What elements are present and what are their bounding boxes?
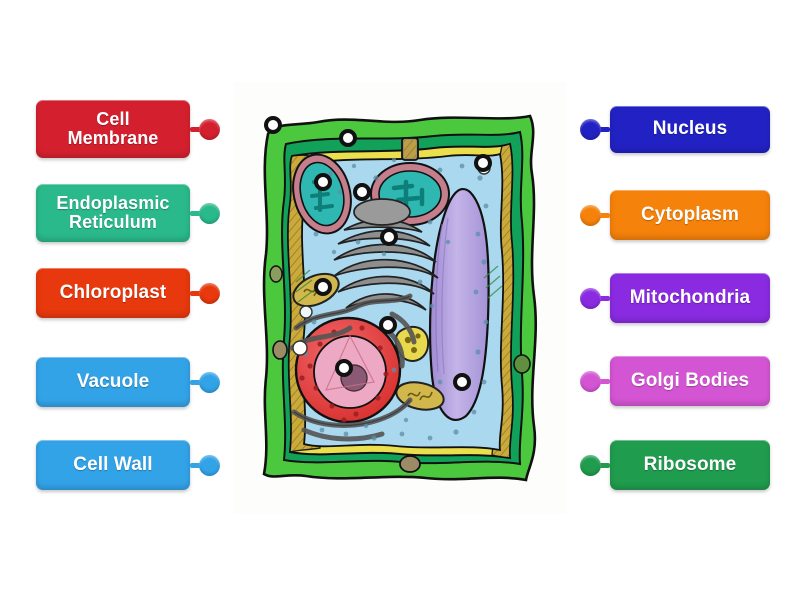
marker-mitochondria[interactable] xyxy=(314,278,332,296)
connector-knob-mitochondria[interactable] xyxy=(580,287,601,309)
connector-vacuole[interactable] xyxy=(190,371,220,393)
marker-cytoplasm-left[interactable] xyxy=(353,183,371,201)
connector-knob-nucleus[interactable] xyxy=(580,119,601,140)
label-golgi-bodies[interactable]: Golgi Bodies xyxy=(580,356,770,406)
connector-ribosome[interactable] xyxy=(580,454,610,476)
connector-knob-cell-wall[interactable] xyxy=(199,454,220,476)
connector-knob-chloroplast[interactable] xyxy=(199,282,220,304)
connector-knob-cell-membrane[interactable] xyxy=(199,118,220,140)
connector-cell-wall[interactable] xyxy=(190,454,220,476)
marker-golgi[interactable] xyxy=(380,228,398,246)
label-text-cell-wall: Cell Wall xyxy=(73,453,153,475)
connector-nucleus[interactable] xyxy=(580,119,610,140)
connector-cell-membrane[interactable] xyxy=(190,118,220,140)
label-chloroplast[interactable]: Chloroplast xyxy=(36,268,220,318)
diagram-image xyxy=(234,82,566,514)
marker-ribosome[interactable] xyxy=(379,316,397,334)
marker-cell-membrane[interactable] xyxy=(339,129,357,147)
label-text-cytoplasm: Cytoplasm xyxy=(640,203,740,225)
plant-cell-svg xyxy=(234,82,566,514)
connector-chloroplast[interactable] xyxy=(190,282,220,304)
label-text-vacuole: Vacuole xyxy=(76,370,150,392)
label-text-nucleus: Nucleus xyxy=(652,118,728,140)
connector-endoplasmic-reticulum[interactable] xyxy=(190,202,220,224)
label-text-chloroplast: Chloroplast xyxy=(59,281,167,303)
connector-knob-endoplasmic-reticulum[interactable] xyxy=(199,202,220,224)
marker-vacuole[interactable] xyxy=(453,373,471,391)
connector-knob-golgi-bodies[interactable] xyxy=(580,370,601,392)
label-vacuole[interactable]: Vacuole xyxy=(36,357,220,407)
connector-knob-ribosome[interactable] xyxy=(580,454,601,476)
label-text-mitochondria: Mitochondria xyxy=(629,286,751,308)
connector-cytoplasm[interactable] xyxy=(580,204,610,226)
marker-nucleus[interactable] xyxy=(335,359,353,377)
label-cell-wall[interactable]: Cell Wall xyxy=(36,440,220,490)
connector-golgi-bodies[interactable] xyxy=(580,370,610,392)
connector-knob-vacuole[interactable] xyxy=(199,371,220,393)
connector-mitochondria[interactable] xyxy=(580,287,610,309)
label-nucleus[interactable]: Nucleus xyxy=(580,106,770,153)
label-text-golgi-bodies: Golgi Bodies xyxy=(630,369,750,391)
marker-chloroplast[interactable] xyxy=(314,173,332,191)
label-cytoplasm[interactable]: Cytoplasm xyxy=(580,190,770,240)
marker-cytoplasm-right[interactable] xyxy=(474,154,492,172)
marker-cell-wall[interactable] xyxy=(264,116,282,134)
label-text-ribosome: Ribosome xyxy=(643,453,737,475)
label-ribosome[interactable]: Ribosome xyxy=(580,440,770,490)
label-mitochondria[interactable]: Mitochondria xyxy=(580,273,770,323)
connector-knob-cytoplasm[interactable] xyxy=(580,204,601,226)
